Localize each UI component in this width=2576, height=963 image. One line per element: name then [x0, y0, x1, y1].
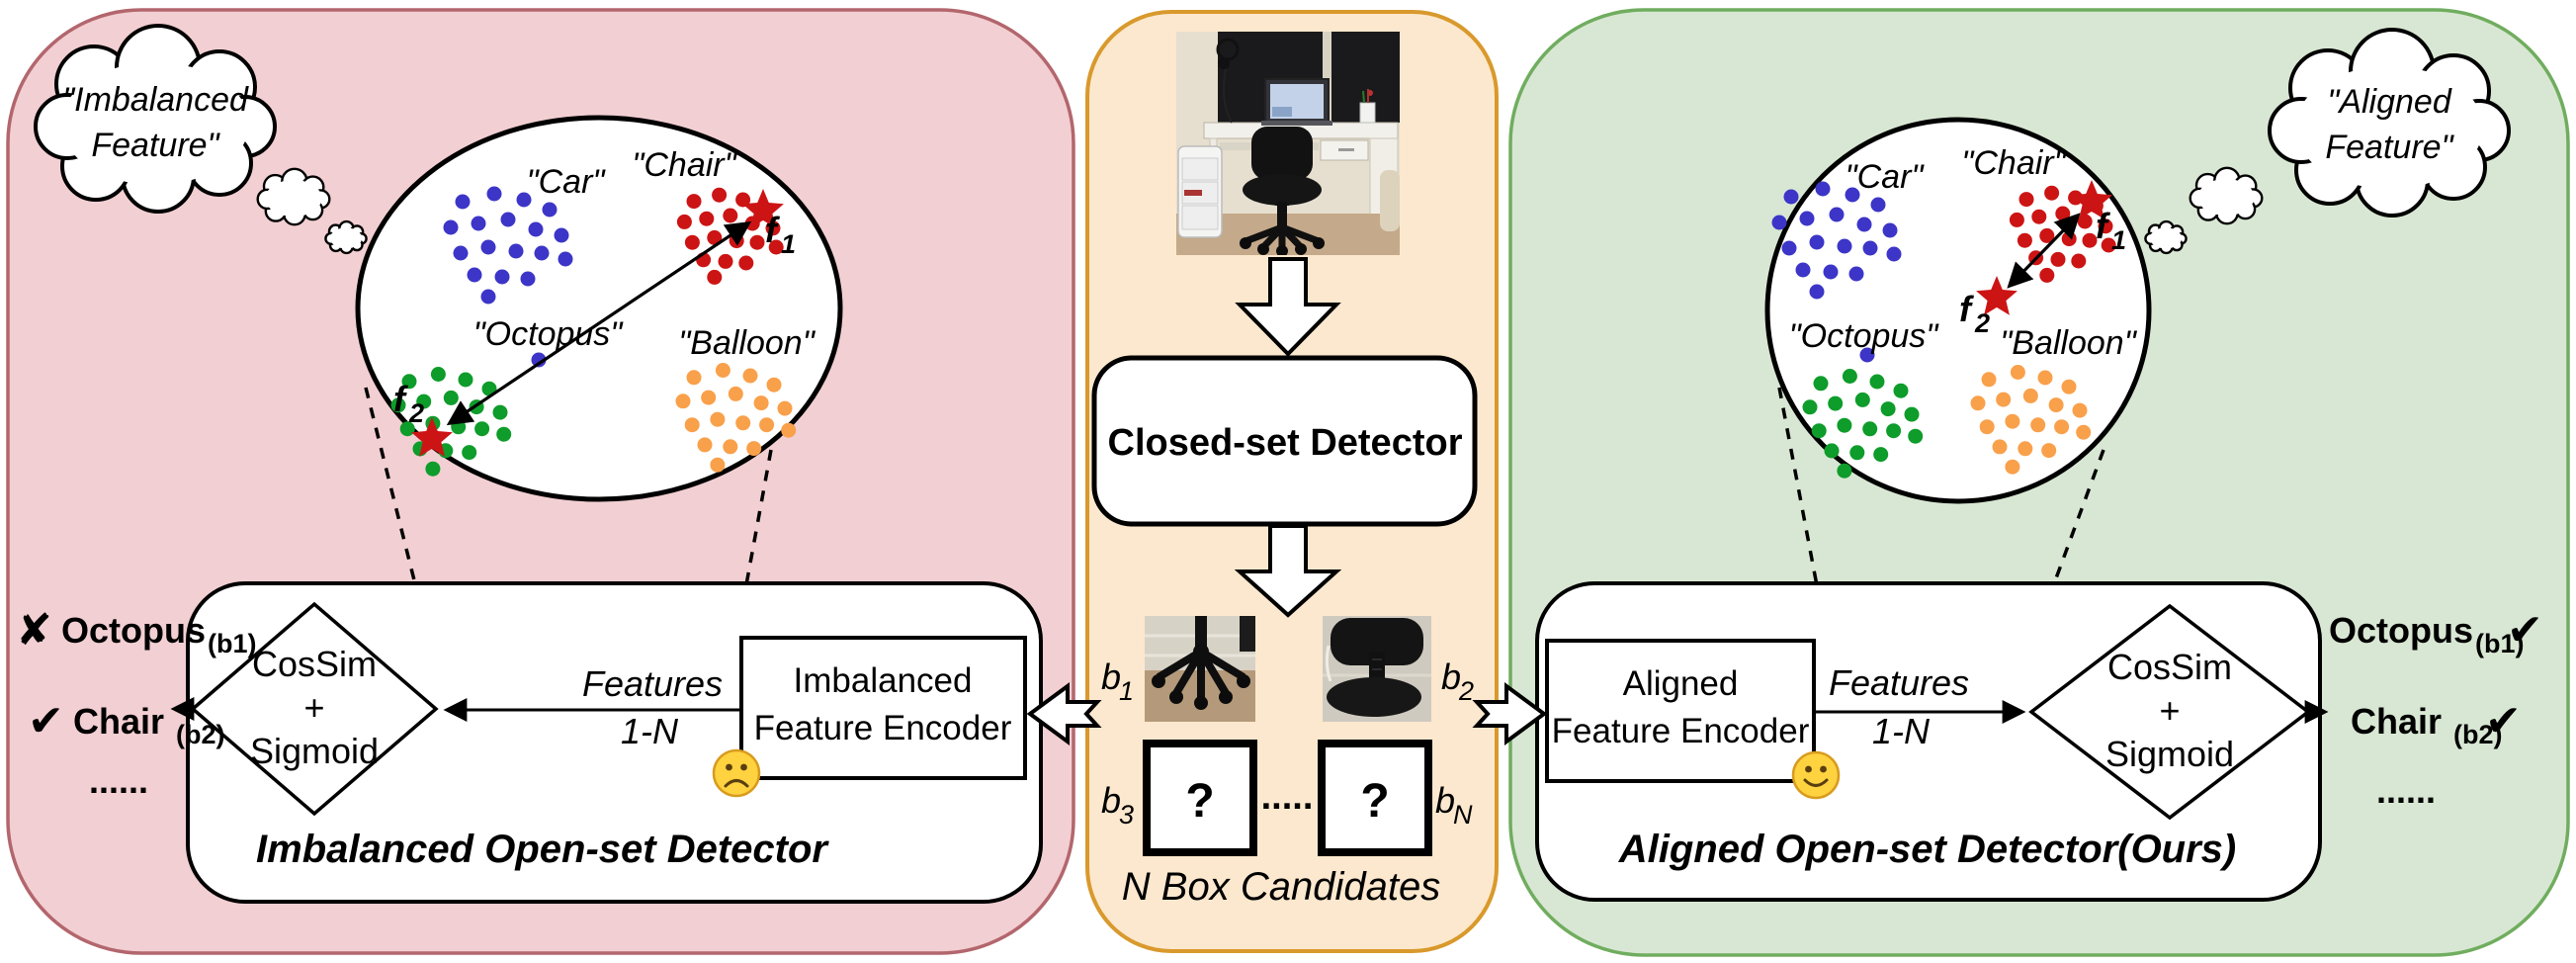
right-output2-label: Chair — [2351, 701, 2442, 742]
left-output1-label: Octopus — [61, 610, 206, 651]
left-encoder-line2: Feature Encoder — [754, 709, 1012, 747]
left-f2-sub: 2 — [408, 398, 424, 428]
bN-label: b — [1435, 780, 1455, 821]
candidate-b2-image — [1323, 616, 1431, 722]
sad-face-icon — [712, 748, 761, 798]
left-cossim-diamond — [190, 601, 439, 817]
left-output1-sub: (b1) — [208, 629, 257, 658]
candidates-caption: N Box Candidates — [1122, 865, 1440, 909]
cross-icon: ✘ — [16, 606, 52, 655]
right-feature-distance-arrow — [2007, 213, 2081, 289]
right-octopus-label: "Octopus" — [1789, 317, 1940, 355]
flow-arrow-down-2 — [1234, 524, 1342, 618]
right-balloon-label: "Balloon" — [2000, 324, 2137, 362]
b2-label: b — [1441, 657, 1461, 697]
check-icon: ✔ — [2507, 606, 2543, 655]
right-f1-label: f — [2096, 206, 2110, 246]
right-features-line2: 1-N — [1872, 711, 1931, 751]
right-encoder-line1: Aligned — [1623, 664, 1739, 703]
unknown-mark: ? — [1185, 775, 1214, 828]
left-bubble-line2: Feature" — [91, 127, 220, 164]
b1-sub: 1 — [1119, 676, 1134, 706]
left-features-line1: Features — [582, 663, 723, 704]
left-output-ellipsis: ...... — [89, 760, 148, 801]
right-output2-sub: (b2) — [2453, 720, 2503, 749]
smiley-face-icon — [1791, 750, 1841, 800]
right-encoder-box — [1545, 639, 1816, 783]
left-feature-distance-arrow — [446, 220, 752, 426]
left-chair-label: "Chair" — [632, 146, 737, 184]
right-output1-sub: (b1) — [2475, 629, 2525, 658]
thought-bubble-clouds — [34, 24, 2511, 255]
unknown-mark: ? — [1360, 775, 1389, 828]
closed-set-detector-label: Closed-set Detector — [1108, 422, 1463, 464]
left-output2-label: Chair — [73, 701, 164, 742]
candidate-b3-box — [1143, 740, 1257, 856]
right-encoder-line2: Feature Encoder — [1552, 712, 1810, 750]
right-f2-label: f — [1959, 289, 1974, 329]
right-projection-dashed-line-2 — [2011, 449, 2105, 697]
check-icon: ✔ — [28, 697, 64, 745]
left-diamond-line1: CosSim — [252, 644, 377, 684]
left-bubble-line1: "Imbalanced — [62, 81, 249, 119]
right-chair-label: "Chair" — [1961, 144, 2067, 182]
b1-label: b — [1101, 657, 1121, 697]
left-f1-sub: 1 — [781, 229, 796, 259]
left-encoder-line1: Imbalanced — [794, 661, 973, 700]
right-diamond-line2: + — [2159, 690, 2180, 731]
left-encoder-box — [739, 636, 1027, 780]
left-output2-sub: (b2) — [176, 720, 225, 749]
left-detector-title: Imbalanced Open-set Detector — [256, 828, 829, 871]
left-f1-label: f — [765, 210, 780, 250]
left-features-line2: 1-N — [621, 711, 679, 751]
b3-sub: 3 — [1119, 800, 1134, 830]
candidate-bN-box — [1318, 740, 1432, 856]
left-diamond-line2: + — [303, 687, 324, 728]
candidates-ellipsis: ..... — [1261, 776, 1314, 818]
right-output-ellipsis: ...... — [2376, 770, 2436, 811]
flow-arrow-left — [1026, 682, 1102, 745]
candidate-b1-image — [1145, 616, 1255, 722]
left-f2-label: f — [393, 379, 408, 419]
right-car-label: "Car" — [1846, 158, 1926, 196]
input-scene-photo — [1176, 32, 1400, 255]
right-diamond-line1: CosSim — [2107, 647, 2232, 687]
right-f2-sub: 2 — [1974, 308, 1990, 338]
b3-label: b — [1101, 780, 1121, 821]
bN-sub: N — [1453, 800, 1473, 830]
right-bubble-line1: "Aligned — [2327, 83, 2452, 121]
flow-arrow-right — [1472, 682, 1548, 745]
right-output1-label: Octopus — [2329, 610, 2473, 651]
right-feature-space-circle — [1764, 117, 2152, 504]
flow-arrow-down-1 — [1235, 257, 1341, 357]
left-diamond-line3: Sigmoid — [250, 731, 379, 771]
left-car-label: "Car" — [527, 163, 607, 201]
check-icon: ✔ — [2485, 697, 2522, 745]
right-f1-sub: 1 — [2111, 225, 2126, 255]
b2-sub: 2 — [1458, 676, 1474, 706]
right-detector-title: Aligned Open-set Detector(Ours) — [1618, 828, 2237, 871]
left-balloon-label: "Balloon" — [678, 324, 816, 362]
right-features-line1: Features — [1829, 662, 1969, 703]
right-diamond-line3: Sigmoid — [2105, 734, 2234, 774]
right-bubble-line2: Feature" — [2325, 129, 2454, 166]
